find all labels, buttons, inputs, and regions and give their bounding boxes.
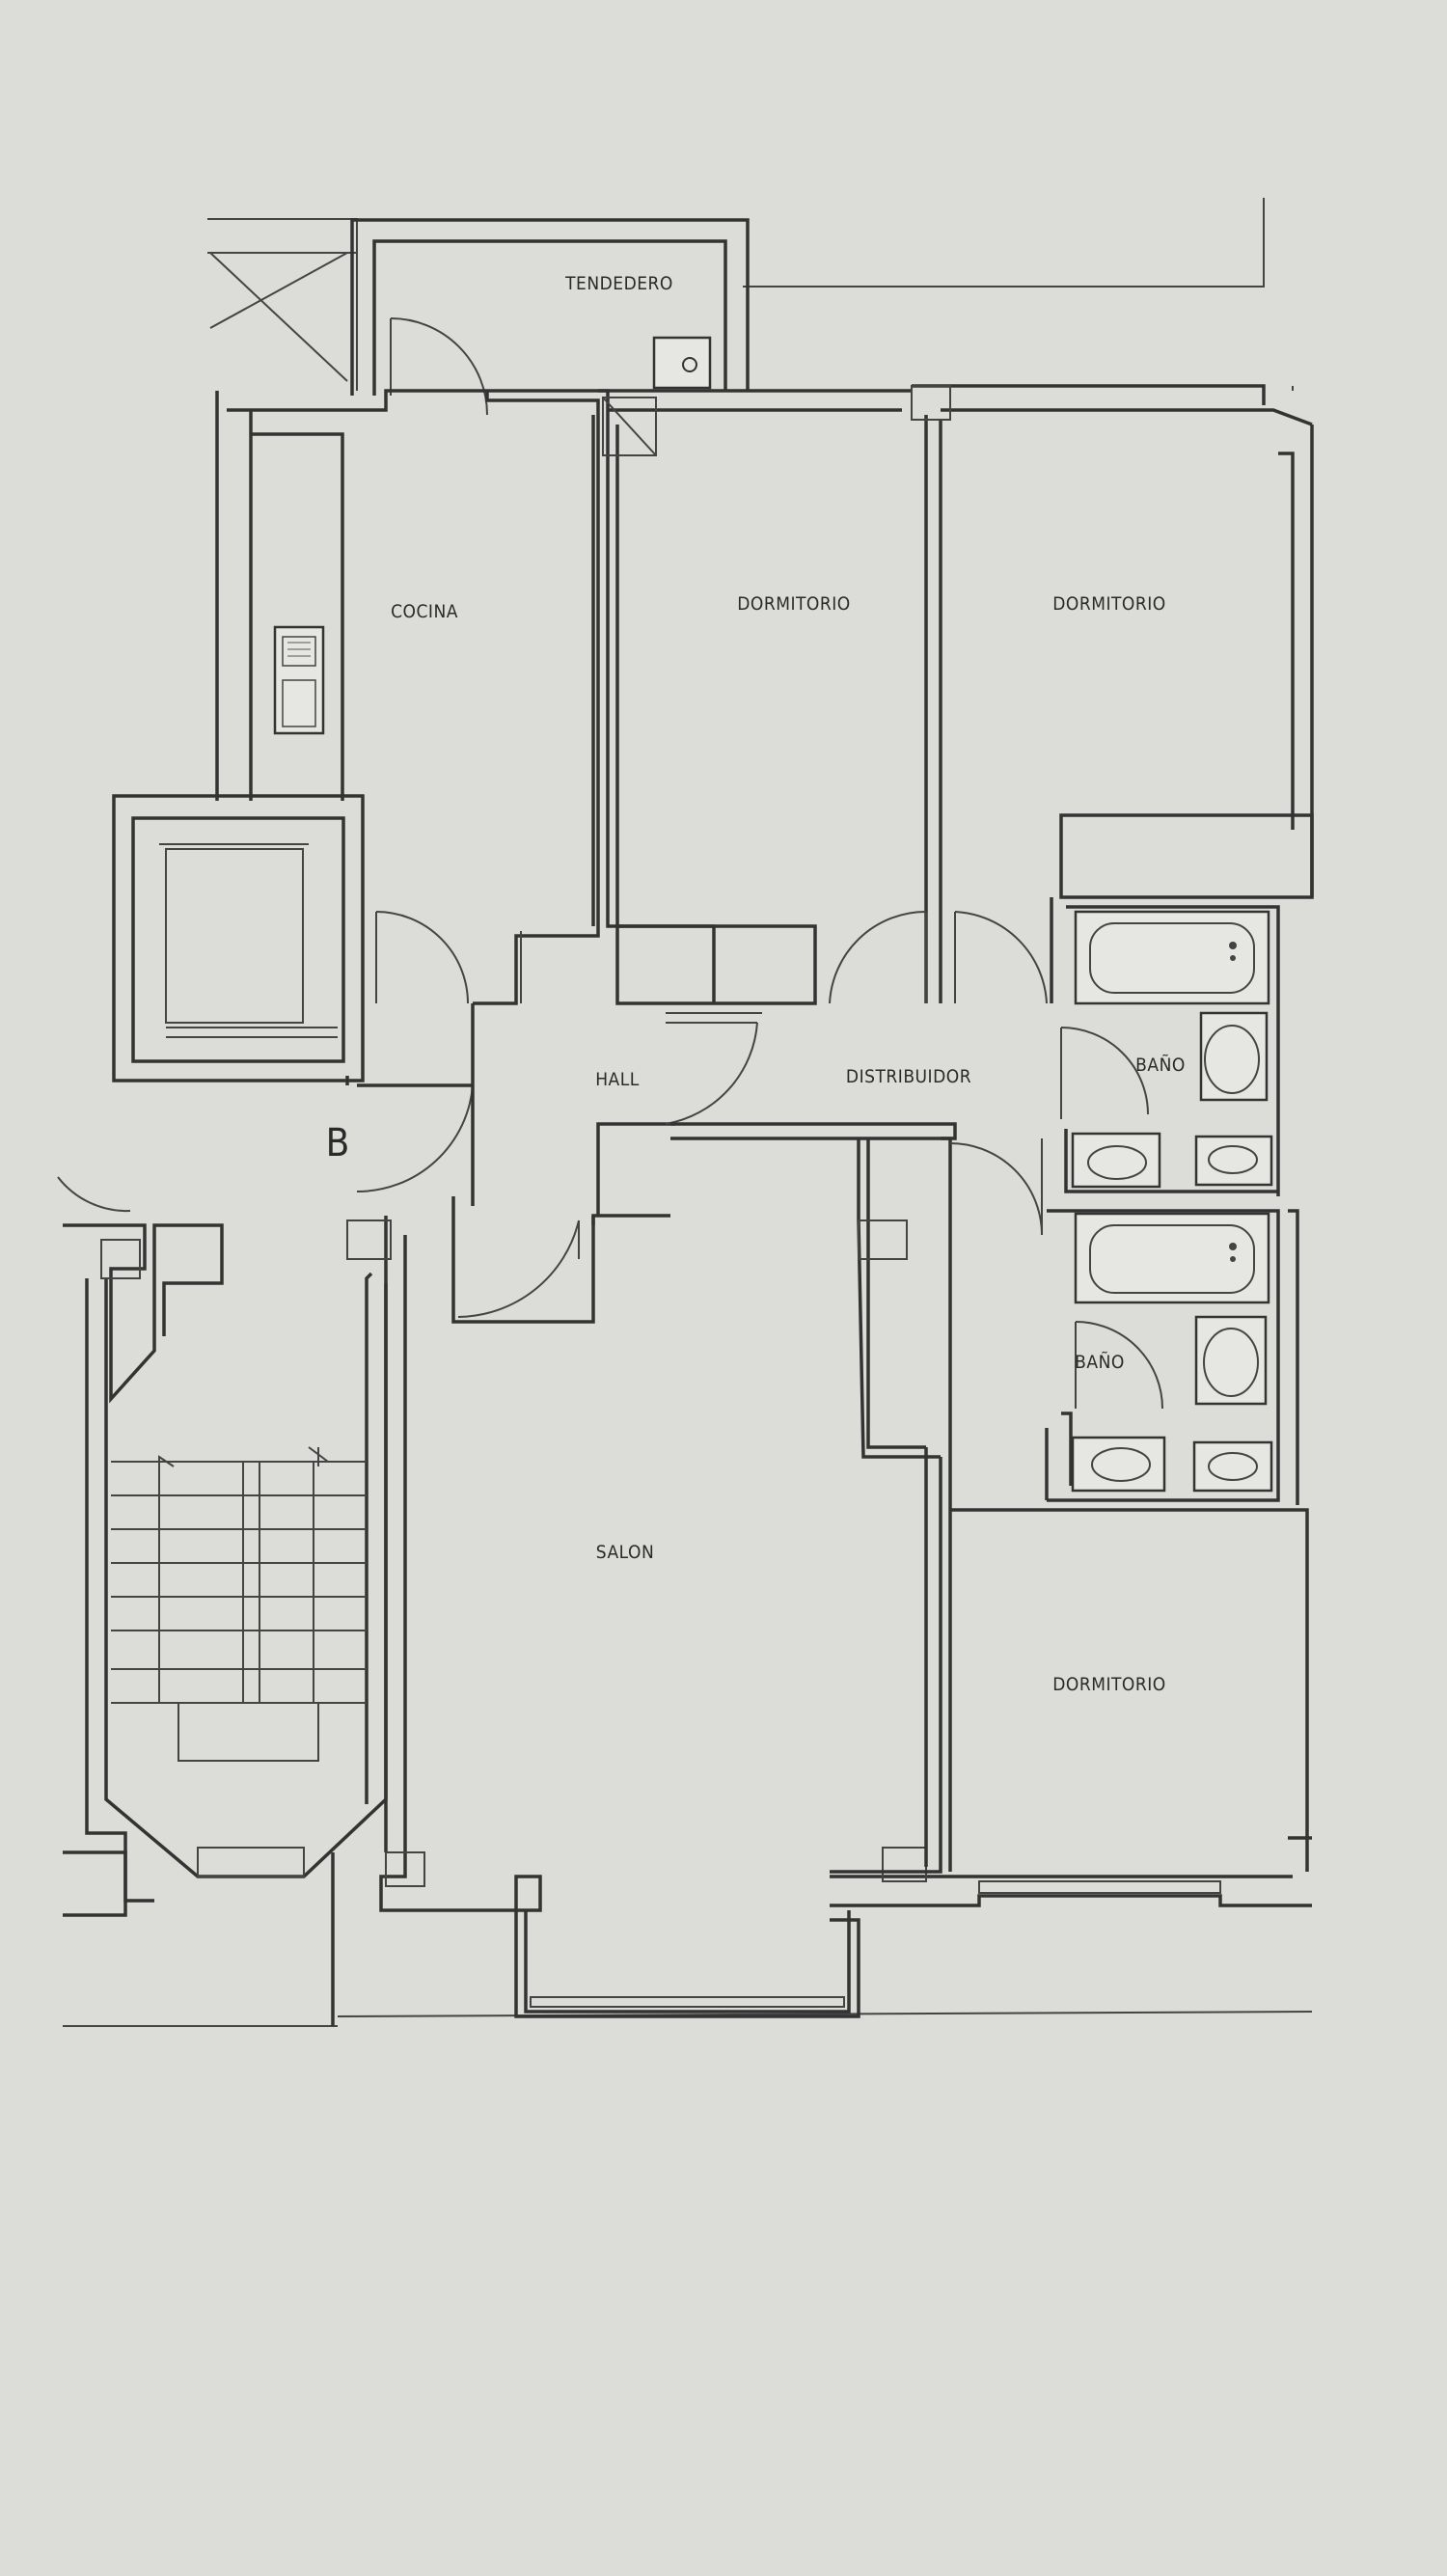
- room-labels: TENDEDERO COCINA DORMITORIO DORMITORIO H…: [326, 273, 1186, 1695]
- sink-basin-icon: [652, 336, 712, 390]
- label-bano-1: BAÑO: [1135, 1054, 1186, 1076]
- washbasin-icon: [1199, 1011, 1269, 1102]
- tendedero-room: [350, 218, 750, 416]
- landing-area: [345, 1076, 349, 1085]
- label-salon: SALON: [596, 1542, 654, 1563]
- label-bano-2: BAÑO: [1075, 1351, 1125, 1373]
- distribuidor-area: [670, 1122, 1043, 1872]
- hall-area: [356, 911, 762, 1324]
- bathtub-icon: [1074, 910, 1270, 1005]
- building-letter: B: [326, 1121, 350, 1165]
- label-dormitorio-1: DORMITORIO: [737, 593, 851, 615]
- toilet-icon: [1071, 1132, 1161, 1189]
- site-lines: [63, 198, 1313, 2027]
- dormitorio-1-room: [520, 389, 912, 1005]
- label-distribuidor: DISTRIBUIDOR: [846, 1066, 971, 1087]
- label-hall: HALL: [595, 1069, 640, 1090]
- bano-1-room: [1060, 905, 1280, 1196]
- label-dormitorio-3: DORMITORIO: [1052, 1674, 1166, 1695]
- bano-2-room: [1045, 1209, 1299, 1505]
- cocina-room: [215, 389, 610, 1005]
- label-tendedero: TENDEDERO: [564, 273, 673, 294]
- label-dormitorio-2: DORMITORIO: [1052, 593, 1166, 615]
- bidet-icon: [1192, 1440, 1273, 1493]
- label-cocina: COCINA: [391, 601, 458, 622]
- dormitorio-3-room: [830, 1508, 1312, 1907]
- bidet-icon: [1194, 1135, 1273, 1187]
- washbasin-icon: [1194, 1315, 1268, 1406]
- staircase: [57, 1176, 392, 2026]
- bathtub-icon: [1074, 1212, 1270, 1304]
- elevator-shaft: [112, 794, 365, 1082]
- dormitorio-2-room: [829, 384, 1314, 1004]
